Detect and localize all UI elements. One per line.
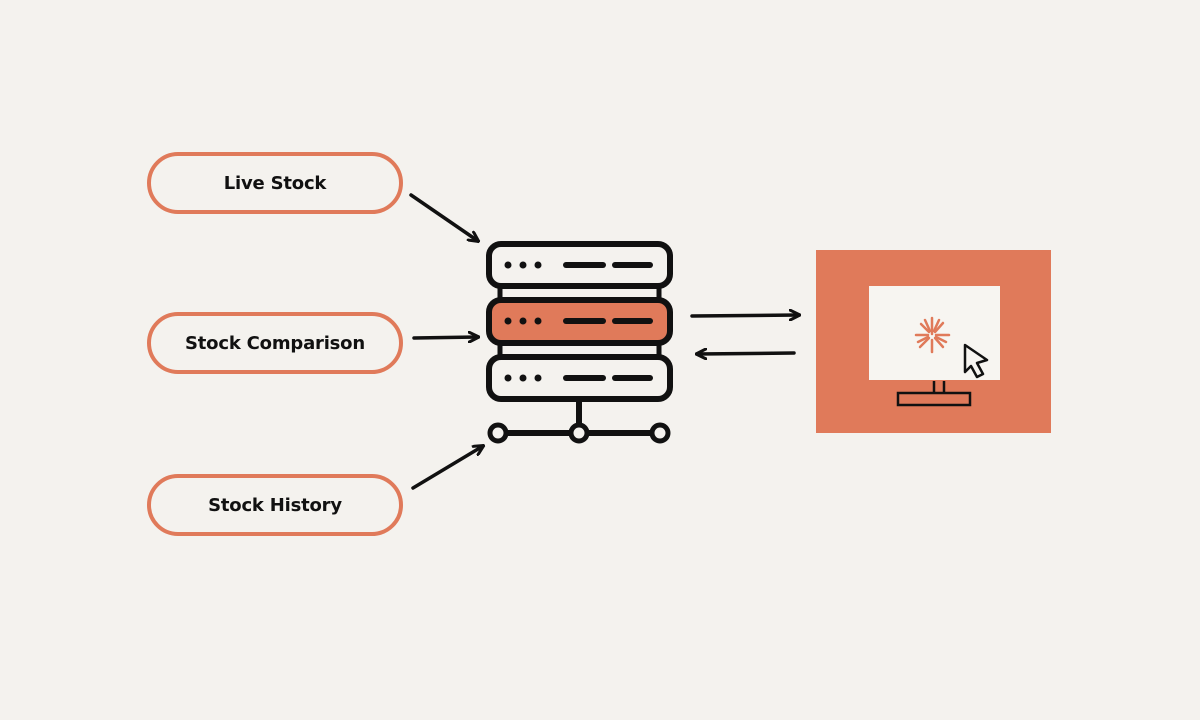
network-node-center — [568, 422, 590, 444]
arrow-client-to-server — [697, 353, 796, 354]
source-stock-comparison: Stock Comparison — [147, 312, 403, 374]
arrow-history-to-server — [411, 446, 483, 490]
arrow-compare-to-server — [412, 337, 478, 338]
source-stock-history: Stock History — [147, 474, 403, 536]
monitor-stand — [896, 391, 972, 407]
source-live-stock: Live Stock — [147, 152, 403, 214]
desktop-monitor-icon — [816, 250, 1051, 433]
network-node-right — [649, 422, 671, 444]
mouse-pointer-icon — [963, 343, 989, 379]
loading-burst-icon — [914, 316, 951, 354]
arrow-server-to-client — [690, 315, 799, 316]
network-node-left — [487, 422, 509, 444]
server-stack-icon — [486, 241, 673, 444]
arrow-live-to-server — [409, 193, 478, 241]
